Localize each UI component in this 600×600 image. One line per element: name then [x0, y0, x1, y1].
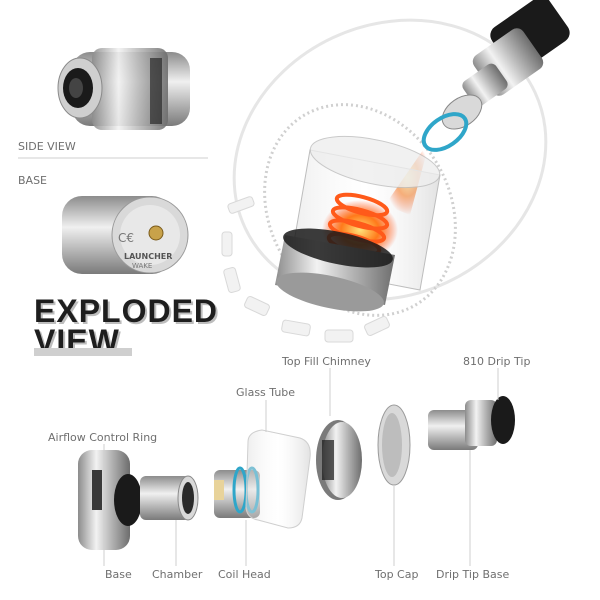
decorative-ring — [232, 18, 548, 317]
base-brand-marking: LAUNCHER — [124, 252, 173, 261]
tank-assembly — [275, 135, 441, 312]
base-label: BASE — [18, 174, 48, 187]
drip-tip-top — [385, 0, 570, 215]
label-coil-head: Coil Head — [218, 568, 271, 581]
label-top-fill-chimney: Top Fill Chimney — [282, 355, 371, 368]
base-view-image: C€ — [62, 196, 189, 274]
side-view-image — [57, 48, 190, 130]
label-drip-tip-base: Drip Tip Base — [436, 568, 510, 581]
title-underline — [34, 348, 132, 356]
exploded-parts — [78, 396, 515, 550]
label-top-cap: Top Cap — [375, 568, 419, 581]
label-base: Base — [105, 568, 132, 581]
label-810-drip-tip: 810 Drip Tip — [463, 355, 531, 368]
label-chamber: Chamber — [152, 568, 203, 581]
svg-text:C€: C€ — [118, 231, 134, 245]
base-model-marking: WAKE — [132, 262, 153, 270]
dashed-ring — [221, 196, 390, 343]
label-glass-tube: Glass Tube — [236, 386, 296, 399]
side-view-label: SIDE VIEW — [18, 140, 76, 153]
label-airflow-control-ring: Airflow Control Ring — [48, 431, 158, 444]
title-line-1: EXPLODED — [34, 293, 219, 329]
